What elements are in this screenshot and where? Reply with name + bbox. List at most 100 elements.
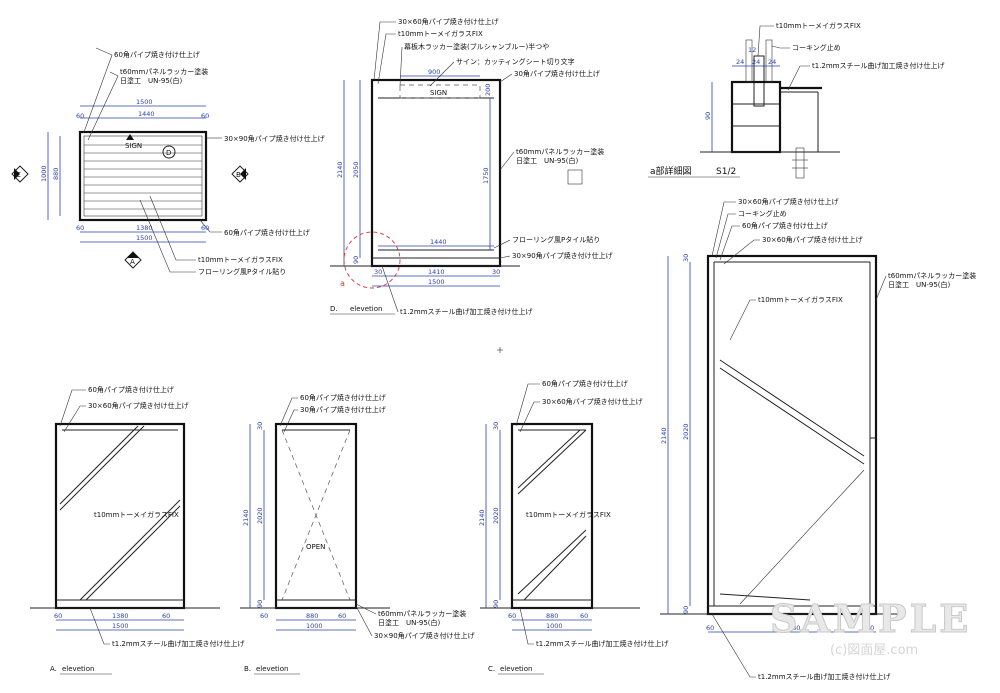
plan-annotations: 60角パイプ焼き付け仕上げ t60mmパネルラッカー塗装 日塗工 UN-95(白…: [83, 47, 325, 276]
svg-text:30×60角パイプ焼き付け仕上げ: 30×60角パイプ焼き付け仕上げ: [738, 197, 839, 206]
svg-text:24: 24: [736, 58, 744, 66]
large-dimensions: 2140 2020 30 90 60 880 60: [660, 254, 876, 633]
svg-text:60: 60: [706, 624, 714, 632]
svg-text:2140: 2140: [242, 509, 250, 526]
svg-text:60: 60: [580, 612, 588, 620]
plan-inner-frame: [83, 135, 203, 217]
svg-text:フローリング風Pタイル貼り: フローリング風Pタイル貼り: [198, 267, 286, 276]
svg-text:880: 880: [546, 612, 558, 620]
svg-text:2140: 2140: [660, 427, 668, 444]
svg-text:30角パイプ焼き付け仕上げ: 30角パイプ焼き付け仕上げ: [514, 69, 600, 78]
svg-text:t1.2mmスチール曲げ加工焼き付け仕上げ: t1.2mmスチール曲げ加工焼き付け仕上げ: [812, 61, 945, 70]
svg-text:フローリング風Pタイル貼り: フローリング風Pタイル貼り: [512, 235, 600, 244]
elev-c-dimensions: 2140 2020 30 90 60 880 60 1000: [478, 422, 592, 631]
small-square-mark: [567, 169, 583, 185]
elev-a-annotations: 60角パイプ焼き付け仕上げ 30×60角パイプ焼き付け仕上げ t1.2mmスチー…: [59, 385, 245, 648]
svg-text:幕板木ラッカー塗装(ブルシャンブルー)半つや: 幕板木ラッカー塗装(ブルシャンブルー)半つや: [404, 42, 549, 51]
svg-text:2140: 2140: [336, 161, 344, 178]
elev-b-open-label: OPEN: [306, 543, 325, 551]
svg-text:1500: 1500: [428, 278, 445, 286]
svg-text:30×90角パイプ焼き付け仕上げ: 30×90角パイプ焼き付け仕上げ: [374, 631, 475, 640]
svg-text:30×90角パイプ焼き付け仕上げ: 30×90角パイプ焼き付け仕上げ: [224, 134, 325, 143]
elev-d-sign-band: [399, 84, 481, 99]
svg-text:12: 12: [748, 46, 756, 54]
svg-text:60: 60: [201, 112, 209, 120]
svg-text:30×60角パイプ焼き付け仕上げ: 30×60角パイプ焼き付け仕上げ: [542, 397, 643, 406]
svg-text:60: 60: [201, 224, 209, 232]
svg-text:t60mmパネルラッカー塗装: t60mmパネルラッカー塗装: [888, 271, 976, 280]
elev-b-frame: [274, 422, 358, 610]
svg-text:30×60角パイプ焼き付け仕上げ: 30×60角パイプ焼き付け仕上げ: [762, 235, 863, 244]
svg-text:1500: 1500: [112, 622, 129, 630]
svg-text:2020: 2020: [682, 423, 690, 440]
elev-a-dimensions: 60 1380 60 1500: [54, 612, 184, 631]
svg-text:コーキング止め: コーキング止め: [792, 43, 841, 52]
elev-c-title-prefix: C.: [488, 665, 495, 673]
svg-text:t1.2mmスチール曲げ加工焼き付け仕上げ: t1.2mmスチール曲げ加工焼き付け仕上げ: [758, 672, 891, 681]
elev-d-dimensions: 900 200 2140 2050 1750 1440 90 30 1410 3…: [336, 68, 500, 287]
svg-text:60角パイプ焼き付け仕上げ: 60角パイプ焼き付け仕上げ: [542, 379, 628, 388]
svg-text:60: 60: [508, 612, 516, 620]
svg-text:1500: 1500: [136, 234, 153, 242]
elev-d-sign-text: SIGN: [430, 89, 447, 97]
elev-b-title-prefix: B.: [244, 665, 251, 673]
svg-text:90: 90: [682, 606, 690, 614]
svg-text:60: 60: [162, 612, 170, 620]
elev-c-glass-label: t10mmトーメイガラスFIX: [526, 510, 611, 519]
svg-text:1000: 1000: [40, 165, 48, 182]
svg-text:t60mmパネルラッカー塗装: t60mmパネルラッカー塗装: [378, 609, 466, 618]
svg-text:1440: 1440: [138, 110, 155, 118]
elev-c-annotations: 60角パイプ焼き付け仕上げ 30×60角パイプ焼き付け仕上げ t1.2mmスチー…: [515, 379, 669, 648]
svg-text:2050: 2050: [352, 161, 360, 178]
svg-text:t1.2mmスチール曲げ加工焼き付け仕上げ: t1.2mmスチール曲げ加工焼き付け仕上げ: [112, 639, 245, 648]
anchor-bolt-icon: [795, 147, 805, 179]
svg-text:90: 90: [256, 600, 264, 608]
svg-text:60角パイプ焼き付け仕上げ: 60角パイプ焼き付け仕上げ: [88, 385, 174, 394]
svg-text:サイン：カッティングシート切り文字: サイン：カッティングシート切り文字: [456, 57, 575, 66]
svg-text:t1.2mmスチール曲げ加工焼き付け仕上げ: t1.2mmスチール曲げ加工焼き付け仕上げ: [400, 307, 533, 316]
large-annotations: 30×60角パイプ焼き付け仕上げ コーキング止め 60角パイプ焼き付け仕上げ 3…: [711, 197, 976, 681]
svg-text:日塗工 UN-95(白): 日塗工 UN-95(白): [888, 280, 951, 289]
svg-text:t60mmパネルラッカー塗装: t60mmパネルラッカー塗装: [120, 67, 208, 76]
svg-text:日塗工 UN-95(白): 日塗工 UN-95(白): [516, 156, 579, 165]
svg-text:60角パイプ焼き付け仕上げ: 60角パイプ焼き付け仕上げ: [742, 221, 828, 230]
svg-text:60: 60: [54, 612, 62, 620]
svg-text:1380: 1380: [136, 224, 153, 232]
sign-direction-icon: [126, 134, 134, 140]
svg-text:90: 90: [704, 112, 712, 120]
svg-text:t10mmトーメイガラスFIX: t10mmトーメイガラスFIX: [758, 295, 843, 304]
elev-b-dimensions: 2140 2020 30 90 60 880 60 1000: [242, 422, 356, 631]
svg-text:880: 880: [306, 612, 318, 620]
detail-frame-section: [730, 80, 782, 154]
svg-text:t10mmトーメイガラスFIX: t10mmトーメイガラスFIX: [398, 29, 483, 38]
svg-text:t10mmトーメイガラスFIX: t10mmトーメイガラスFIX: [198, 255, 283, 264]
elev-b-annotations: 60角パイプ焼き付け仕上げ 30角パイプ焼き付け仕上げ t60mmパネルラッカー…: [279, 393, 475, 640]
svg-text:t60mmパネルラッカー塗装: t60mmパネルラッカー塗装: [516, 147, 604, 156]
svg-text:30×60角パイプ焼き付け仕上げ: 30×60角パイプ焼き付け仕上げ: [88, 401, 189, 410]
svg-text:1000: 1000: [306, 622, 323, 630]
detail-scale: S1/2: [716, 167, 736, 177]
detail-a-marker: a: [340, 279, 345, 288]
svg-text:30: 30: [492, 268, 500, 276]
svg-text:30: 30: [374, 268, 382, 276]
svg-text:2020: 2020: [492, 507, 500, 524]
svg-text:30×60角パイプ焼き付け仕上げ: 30×60角パイプ焼き付け仕上げ: [398, 17, 499, 26]
svg-text:日塗工 UN-95(白): 日塗工 UN-95(白): [120, 76, 183, 85]
svg-text:60: 60: [260, 612, 268, 620]
svg-text:60: 60: [866, 624, 874, 632]
watermark-site: (c)図面屋.com: [830, 643, 918, 658]
svg-text:60角パイプ焼き付け仕上げ: 60角パイプ焼き付け仕上げ: [300, 393, 386, 402]
svg-text:900: 900: [428, 68, 440, 76]
svg-text:880: 880: [788, 624, 800, 632]
svg-text:t1.2mmスチール曲げ加工焼き付け仕上げ: t1.2mmスチール曲げ加工焼き付け仕上げ: [536, 639, 669, 648]
svg-text:60: 60: [76, 224, 84, 232]
svg-text:60: 60: [76, 112, 84, 120]
svg-text:30: 30: [492, 422, 500, 430]
detail-a: 24 24 24 12 90 t10mmトーメイガラスFIX コーキング止め t…: [648, 21, 945, 179]
detail-annotations: t10mmトーメイガラスFIX コーキング止め t1.2mmスチール曲げ加工焼き…: [757, 21, 945, 91]
svg-text:200: 200: [484, 84, 492, 96]
svg-text:1410: 1410: [428, 268, 445, 276]
svg-text:30角パイプ焼き付け仕上げ: 30角パイプ焼き付け仕上げ: [300, 405, 386, 414]
